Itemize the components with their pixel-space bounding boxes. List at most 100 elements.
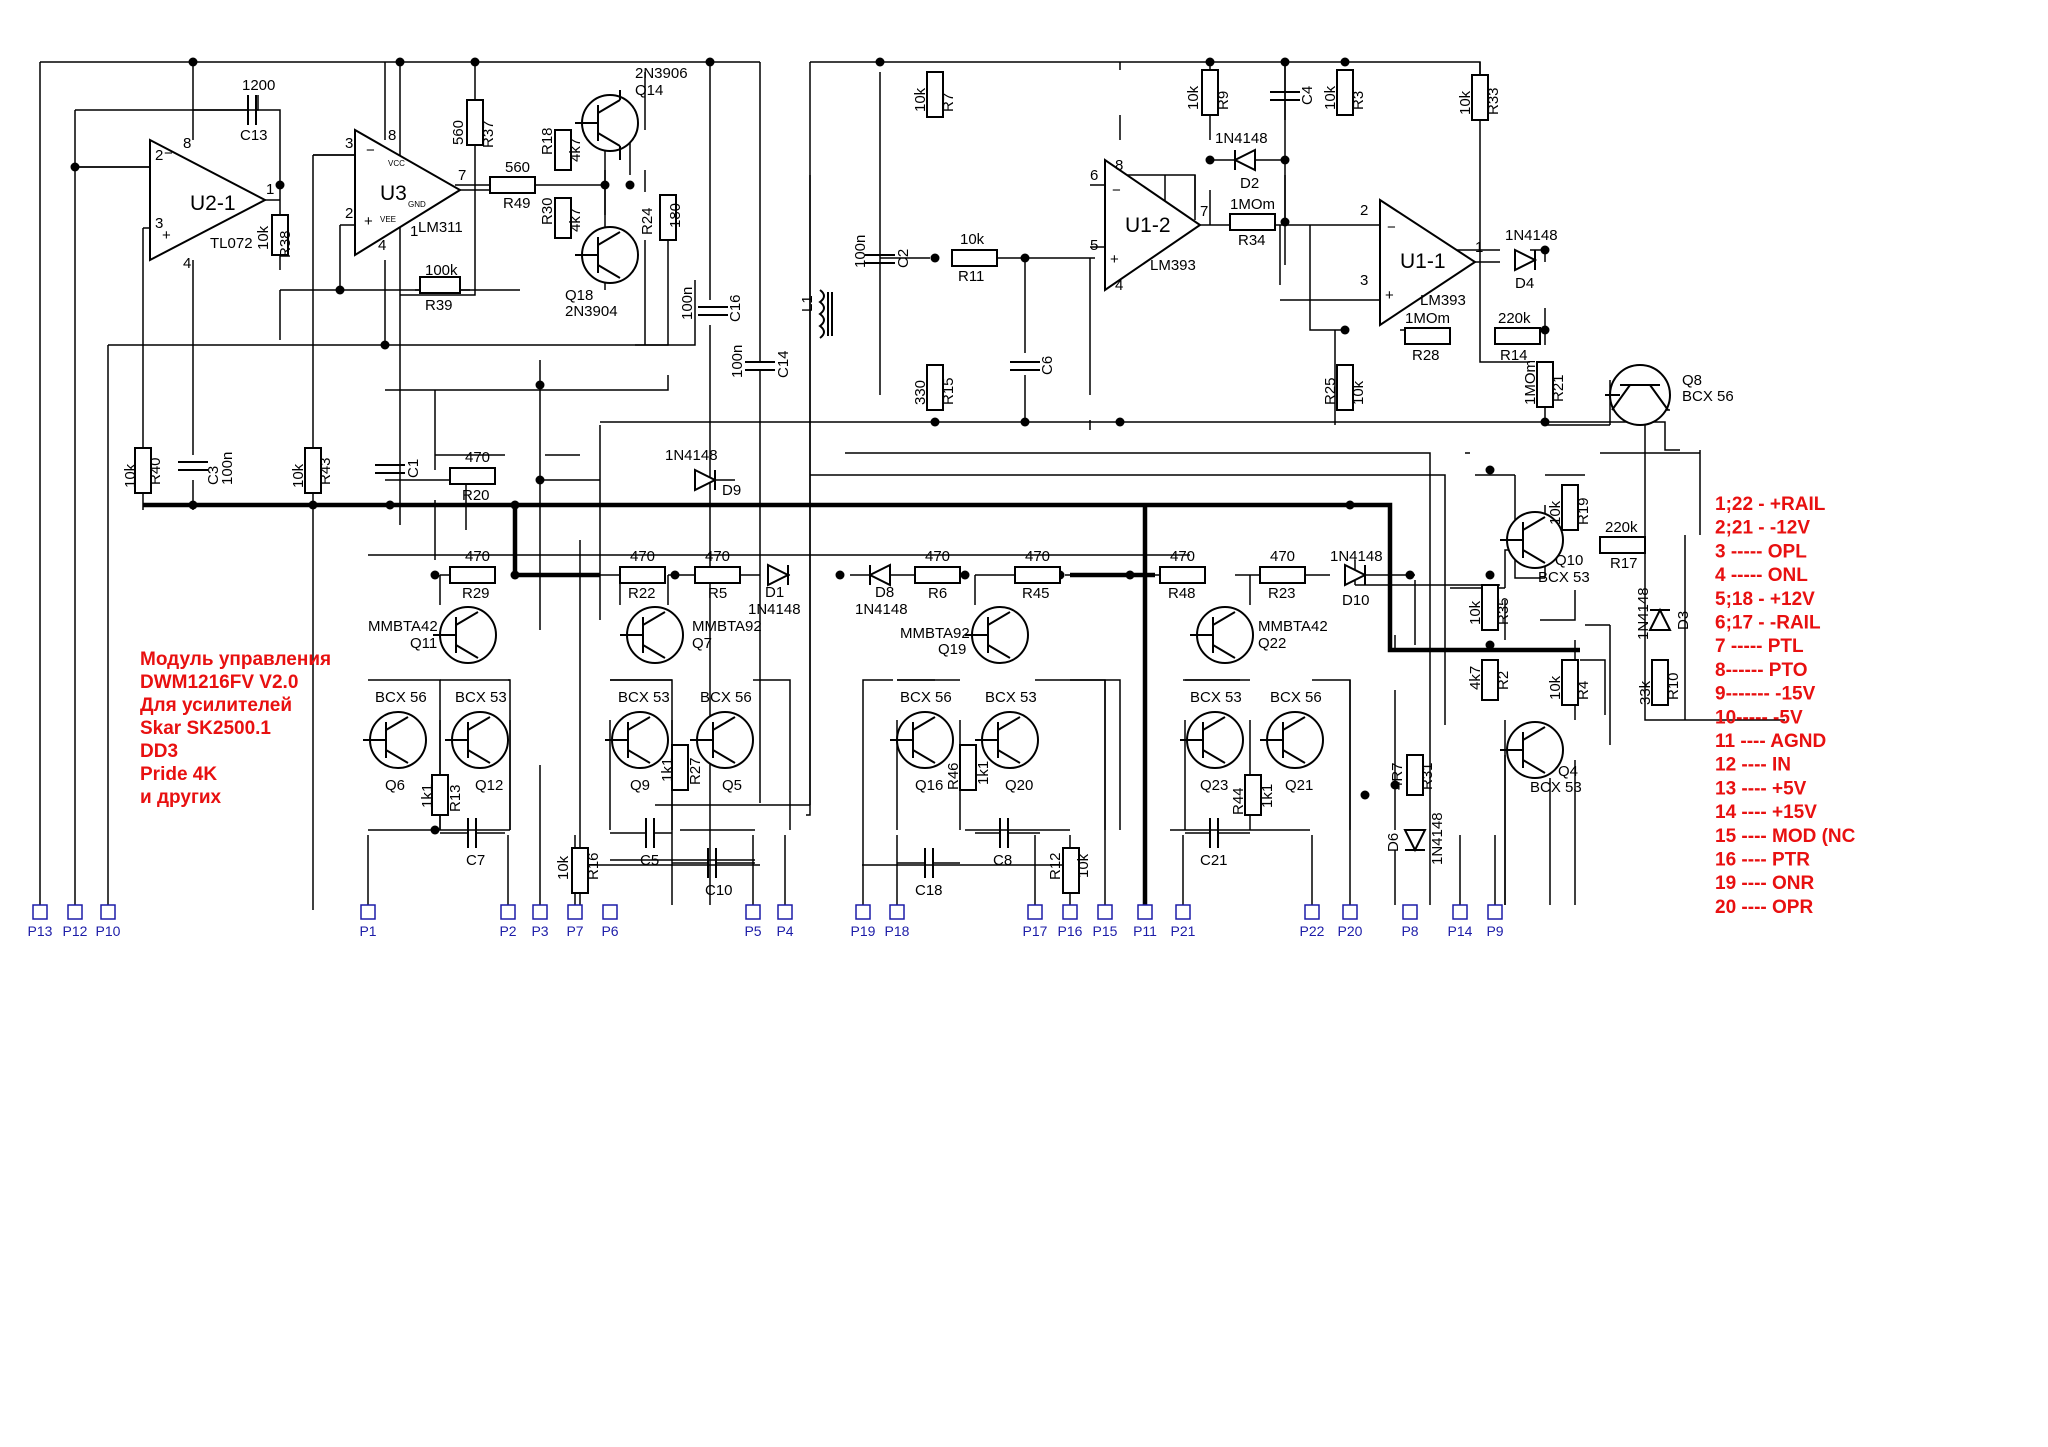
svg-text:Q19: Q19 [938,641,966,658]
legend-line: 11 ---- AGND [1715,731,1826,752]
svg-text:R17: R17 [1610,555,1638,572]
svg-text:Q5: Q5 [722,777,742,794]
svg-text:Q4: Q4 [1558,763,1578,780]
port-label: P21 [1171,923,1196,939]
svg-text:R25: R25 [1322,377,1339,405]
svg-text:C8: C8 [993,852,1012,869]
svg-text:BCX 53: BCX 53 [1530,779,1582,796]
svg-text:R39: R39 [425,297,453,314]
svg-text:3: 3 [1360,272,1368,289]
transistor-q14: 2N3906 Q14 [575,65,688,160]
port-label: P5 [744,923,761,939]
svg-text:5: 5 [1090,237,1098,254]
port-p21: P21 [1171,904,1196,939]
svg-text:2N3904: 2N3904 [565,303,618,320]
svg-text:1: 1 [266,181,274,198]
svg-text:Q12: Q12 [475,777,503,794]
svg-text:MMBTA92: MMBTA92 [900,625,970,642]
svg-text:1200: 1200 [242,77,275,94]
svg-text:1: 1 [410,223,418,240]
svg-text:R5: R5 [708,585,727,602]
legend-line: 7 ----- PTL [1715,636,1804,657]
svg-text:470: 470 [465,548,490,565]
svg-text:R28: R28 [1412,347,1440,364]
capacitor-c4: C4 [1270,86,1316,105]
port-label: P10 [96,923,121,939]
svg-text:C6: C6 [1039,356,1056,375]
port-p19: P19 [851,904,876,939]
svg-text:Q9: Q9 [630,777,650,794]
svg-text:100k: 100k [425,262,458,279]
legend-line: 13 ---- +5V [1715,778,1807,799]
svg-text:R20: R20 [462,487,490,504]
svg-text:BCX 53: BCX 53 [985,689,1037,706]
svg-text:10k: 10k [1185,85,1202,110]
port-label: P13 [28,923,53,939]
port-p6: P6 [601,904,619,939]
title-line: Pride 4K [140,764,217,785]
transistor-q6: BCX 56 Q6 [363,689,427,794]
svg-text:1k1: 1k1 [1259,784,1276,808]
svg-text:3: 3 [345,135,353,152]
svg-text:BCX 53: BCX 53 [1538,569,1590,586]
legend-line: 6;17 - -RAIL [1715,613,1821,634]
transistor-q12: BCX 53 Q12 [445,689,509,794]
svg-text:10k: 10k [1350,380,1367,405]
legend-line: 8------ PTO [1715,660,1808,681]
port-label: P1 [359,923,376,939]
svg-text:D2: D2 [1240,175,1259,192]
transistor-q23: BCX 53 Q23 [1180,689,1244,794]
svg-text:1k1: 1k1 [419,784,436,808]
port-p13: P13 [28,904,53,939]
svg-text:4k7: 4k7 [567,138,584,162]
transistor-q10: Q10 BCX 53 [1500,511,1590,586]
ic-u1-2: −+ U1-2 LM393 6 5 8 7 4 [1090,157,1208,294]
svg-text:−: − [164,145,173,162]
svg-text:10k: 10k [1457,90,1474,115]
port-p12: P12 [63,904,88,939]
svg-text:R37: R37 [480,120,497,148]
port-label: P12 [63,923,88,939]
svg-text:7: 7 [458,167,466,184]
svg-text:4k7: 4k7 [567,208,584,232]
transistors: 2N3906 Q14 Q18 2N3904 MMBTA42 Q11 MMBTA9… [363,65,1734,796]
svg-text:R27: R27 [687,757,704,785]
svg-text:+: + [1110,251,1119,268]
svg-text:C10: C10 [705,882,733,899]
svg-text:Q6: Q6 [385,777,405,794]
port-p10: P10 [96,904,121,939]
svg-text:Q21: Q21 [1285,777,1313,794]
svg-text:R48: R48 [1168,585,1196,602]
legend-line: 4 ----- ONL [1715,565,1808,586]
svg-text:10k: 10k [290,463,307,488]
svg-text:−: − [1387,219,1396,236]
transistor-q19: MMBTA92 Q19 [900,606,1029,664]
svg-text:470: 470 [705,548,730,565]
transistor-q9: BCX 53 Q9 [605,689,670,794]
capacitor-c7: C7 [440,818,505,869]
svg-text:D4: D4 [1515,275,1534,292]
svg-text:BCX 56: BCX 56 [1682,388,1734,405]
